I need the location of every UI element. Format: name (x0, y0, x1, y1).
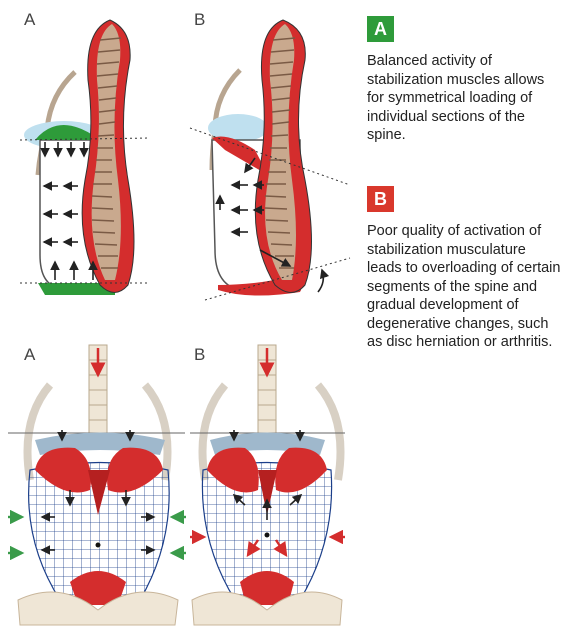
front-a (8, 345, 186, 625)
torso-a (20, 20, 150, 295)
front-b (190, 345, 345, 625)
torso-b (190, 20, 350, 300)
